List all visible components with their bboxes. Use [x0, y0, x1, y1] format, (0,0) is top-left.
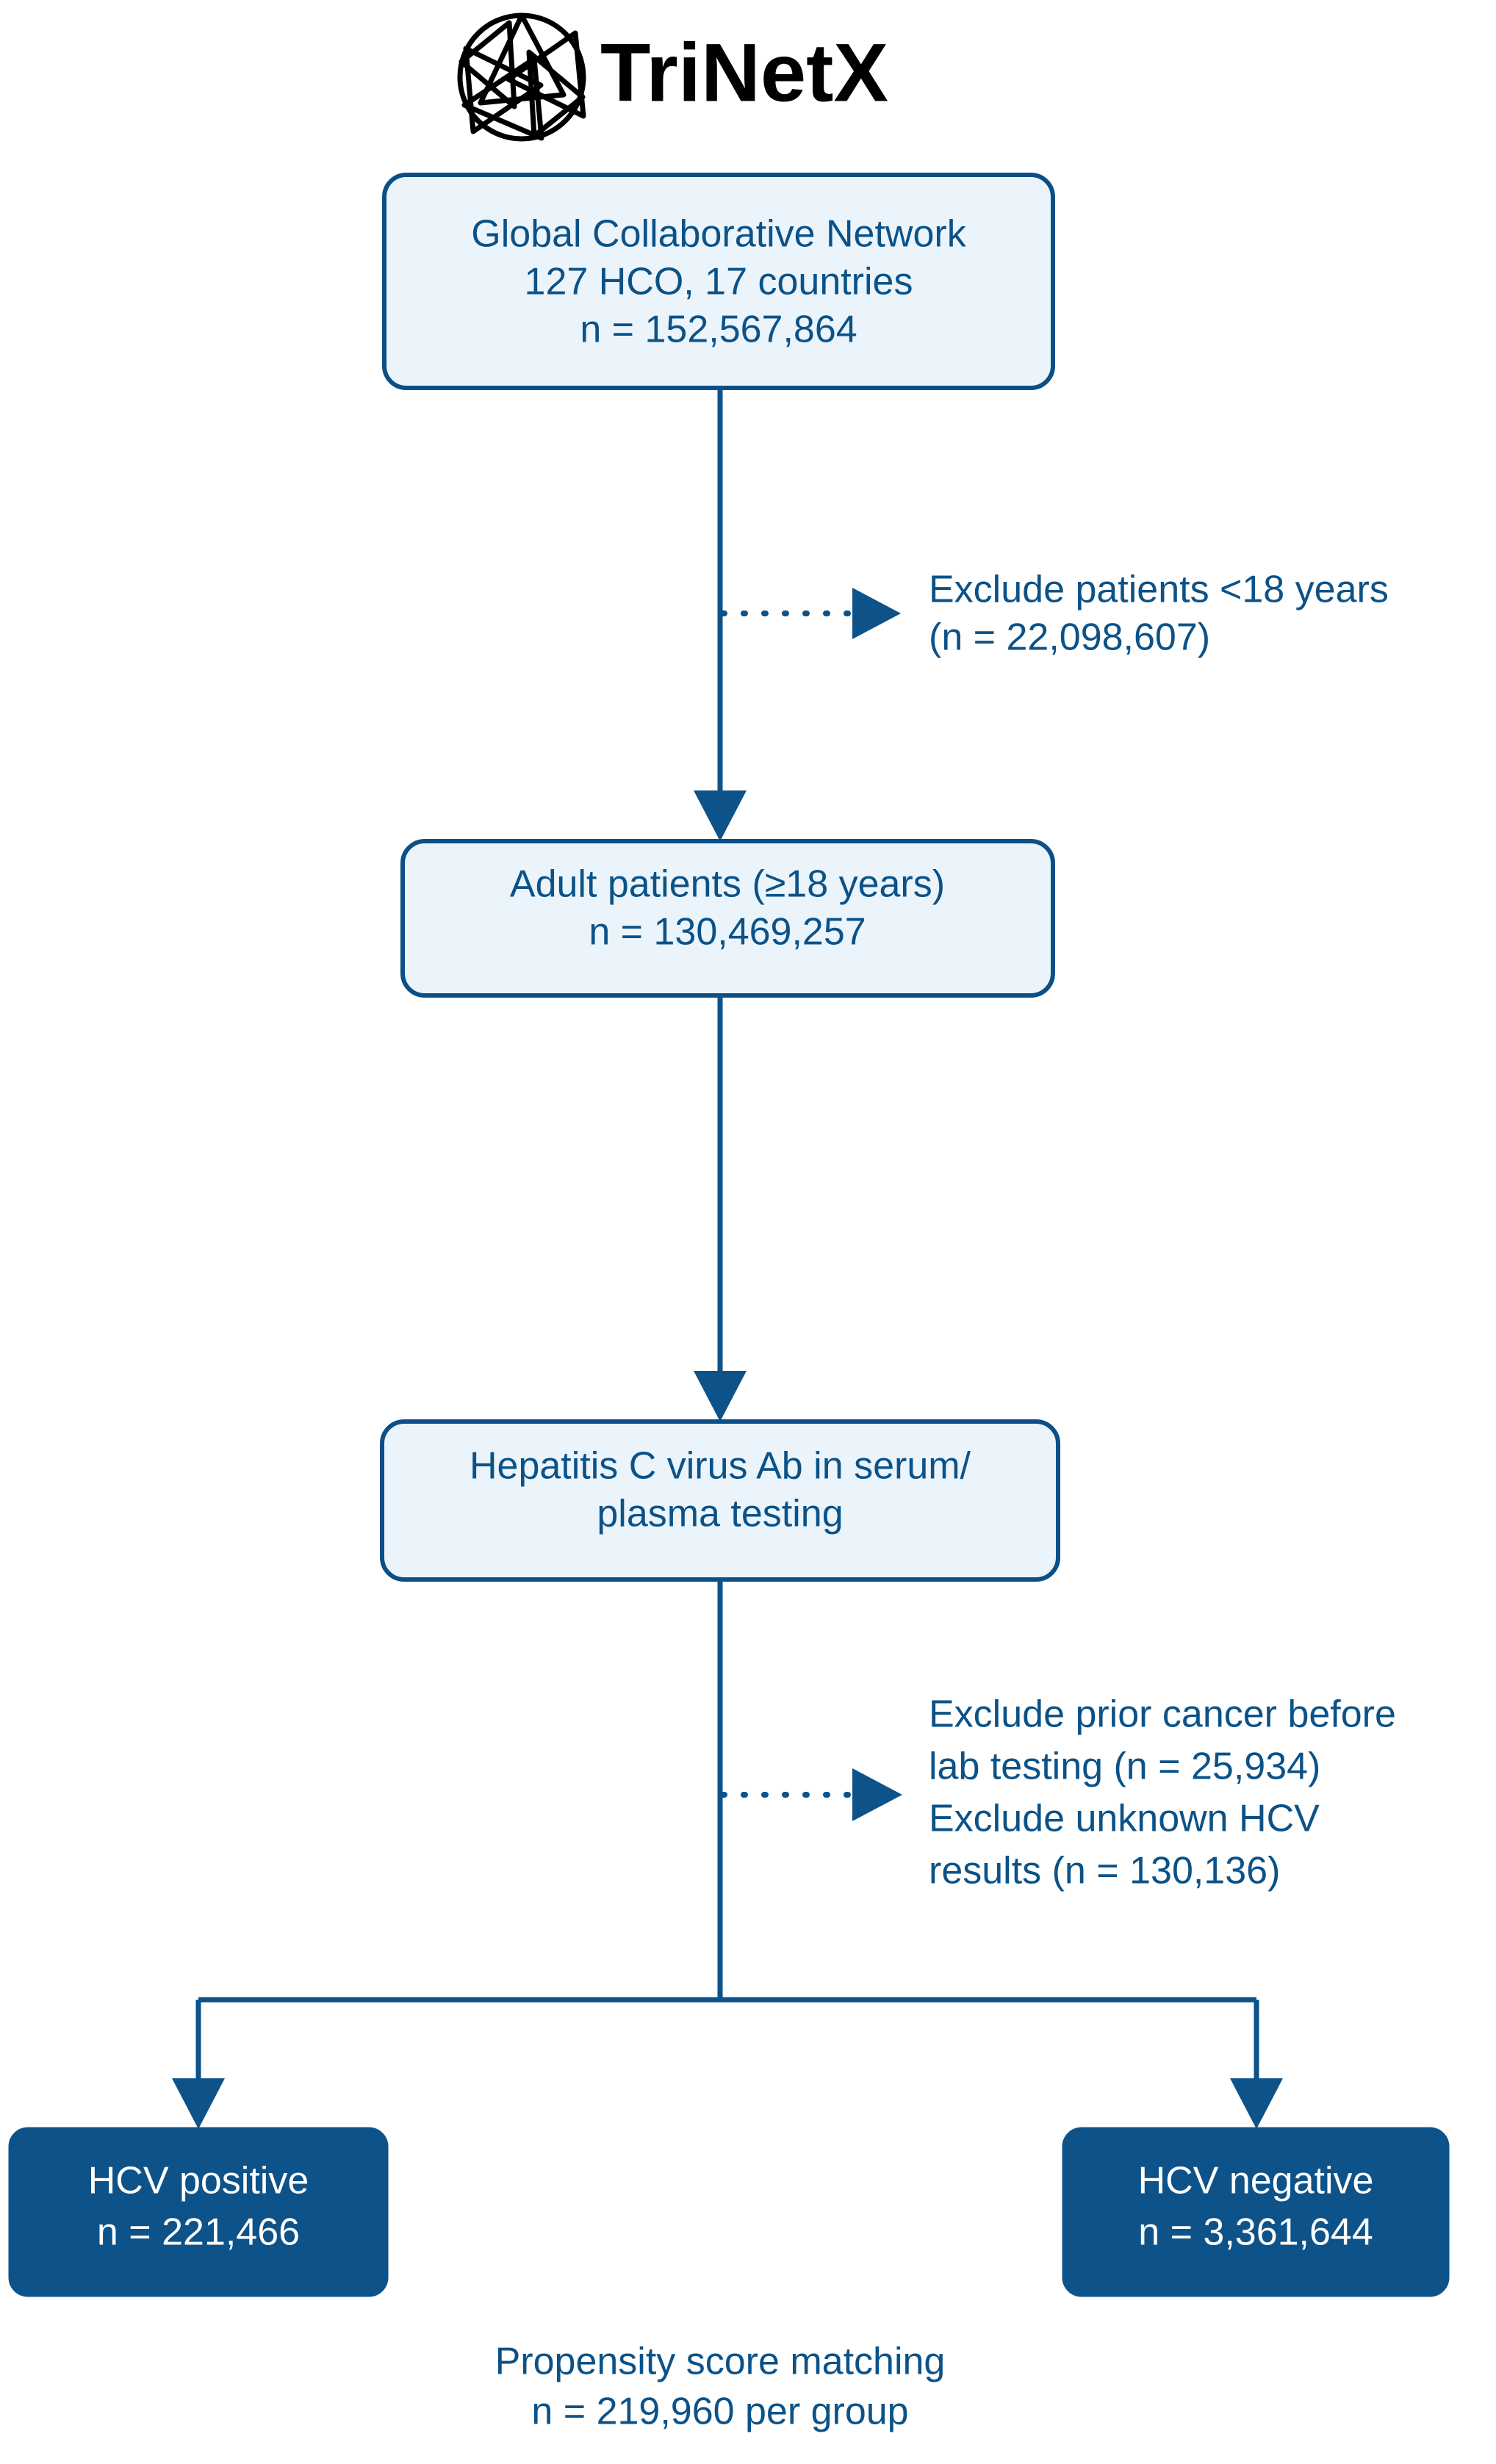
- exclusion-cancer-unknown-label: Exclude prior cancer before lab testing …: [929, 1693, 1396, 1892]
- node-box: [400, 839, 1055, 998]
- node-hcv-positive: HCV positive n = 221,466: [8, 2127, 389, 2297]
- node-line-1: Hepatitis C virus Ab in serum/: [470, 1445, 971, 1488]
- exclusion-line-4: results (n = 130,136): [929, 1850, 1280, 1892]
- arrowhead-down-icon: [694, 1371, 747, 1422]
- node-line-2: plasma testing: [597, 1493, 843, 1535]
- footer-line-1: Propensity score matching: [495, 2341, 946, 2383]
- node-box: [1062, 2127, 1450, 2297]
- node-line-2: n = 130,469,257: [589, 911, 866, 954]
- node-adult-patients: Adult patients (≥18 years) n = 130,469,2…: [400, 839, 1055, 998]
- node-line-1: HCV negative: [1138, 2160, 1374, 2202]
- exclusion-line-2: (n = 22,098,607): [929, 616, 1210, 659]
- exclusion-line-3: Exclude unknown HCV: [929, 1798, 1320, 1840]
- connector-adults-to-hcv-testing: [694, 995, 747, 1422]
- node-line-1: HCV positive: [88, 2160, 309, 2202]
- node-line-1: Adult patients (≥18 years): [510, 863, 945, 906]
- trinetx-wordmark: TriNetX: [600, 27, 888, 119]
- exclusion-minors-label: Exclude patients <18 years (n = 22,098,6…: [929, 569, 1389, 659]
- arrowhead-right-icon: [852, 1768, 902, 1821]
- arrowhead-down-icon: [694, 790, 747, 841]
- exclusion-line-2: lab testing (n = 25,934): [929, 1746, 1320, 1788]
- node-line-1: Global Collaborative Network: [471, 213, 966, 256]
- node-line-2: n = 221,466: [97, 2211, 300, 2254]
- node-hcv-negative: HCV negative n = 3,361,644: [1062, 2127, 1450, 2297]
- exclusion-line-1: Exclude patients <18 years: [929, 569, 1389, 611]
- connector-exclusion-minors: [720, 588, 901, 639]
- node-line-2: n = 3,361,644: [1138, 2211, 1373, 2254]
- arrowhead-right-icon: [852, 588, 901, 639]
- exclusion-line-1: Exclude prior cancer before: [929, 1693, 1396, 1736]
- node-hcv-ab-testing: Hepatitis C virus Ab in serum/ plasma te…: [380, 1419, 1060, 1582]
- trinetx-logo: TriNetX: [457, 12, 888, 142]
- propensity-score-matching-label: Propensity score matching n = 219,960 pe…: [495, 2341, 946, 2433]
- node-line-3: n = 152,567,864: [580, 309, 857, 351]
- arrowhead-down-right-icon: [1230, 2078, 1283, 2129]
- node-line-2: 127 HCO, 17 countries: [525, 261, 913, 303]
- connector-exclusion-cancer-unknown: [720, 1768, 902, 1821]
- arrowhead-down-left-icon: [172, 2078, 225, 2129]
- footer-line-2: n = 219,960 per group: [531, 2391, 908, 2433]
- node-box: [8, 2127, 389, 2297]
- node-global-collaborative-network: Global Collaborative Network 127 HCO, 17…: [382, 173, 1055, 390]
- aperture-iris-icon: [457, 12, 586, 142]
- connector-source-to-adults: [694, 388, 747, 841]
- connector-split-branch: [172, 1997, 1283, 2129]
